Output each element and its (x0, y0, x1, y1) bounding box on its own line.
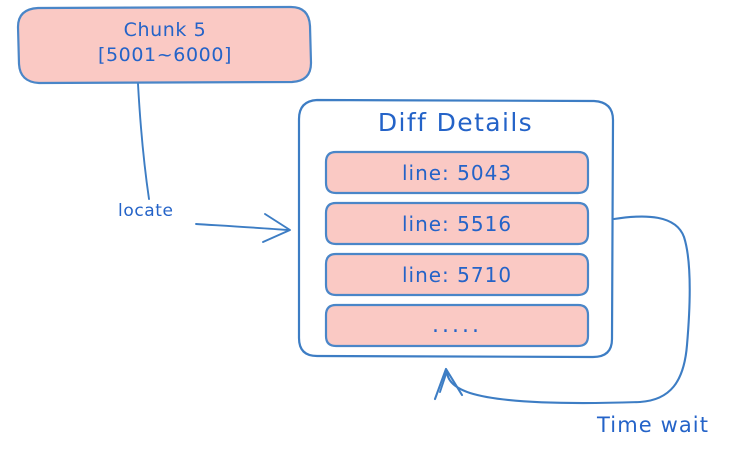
locate-edge-label: locate (118, 201, 174, 221)
chunk-node-shape[interactable] (16, 5, 313, 85)
diff-row-shape-3[interactable] (324, 303, 590, 348)
time-wait-edge-label: Time wait (597, 413, 710, 437)
diff-details-title: Diff Details (377, 108, 534, 137)
diff-row-shape-2[interactable] (324, 252, 590, 297)
diff-row-label-0: line: 5043 (401, 161, 513, 185)
diff-row-shape-0[interactable] (324, 150, 590, 195)
diff-row-label-1: line: 5516 (401, 212, 513, 236)
diff-row-shape-1[interactable] (324, 201, 590, 246)
locate-arrow-shaft (195, 223, 289, 231)
chunk-node-label: Chunk 5 [5001~6000] (97, 19, 233, 66)
diff-row-label-3: ..... (432, 313, 482, 338)
time-wait-arrow-head (433, 367, 464, 401)
diff-row-label-2: line: 5710 (401, 263, 513, 287)
time-wait-loop-path (612, 215, 691, 404)
chunk-to-locate-connector (137, 83, 150, 200)
time-wait-return-path (445, 369, 642, 405)
time-wait-arrow-head-tick (439, 370, 448, 393)
locate-arrow-head (262, 213, 291, 243)
